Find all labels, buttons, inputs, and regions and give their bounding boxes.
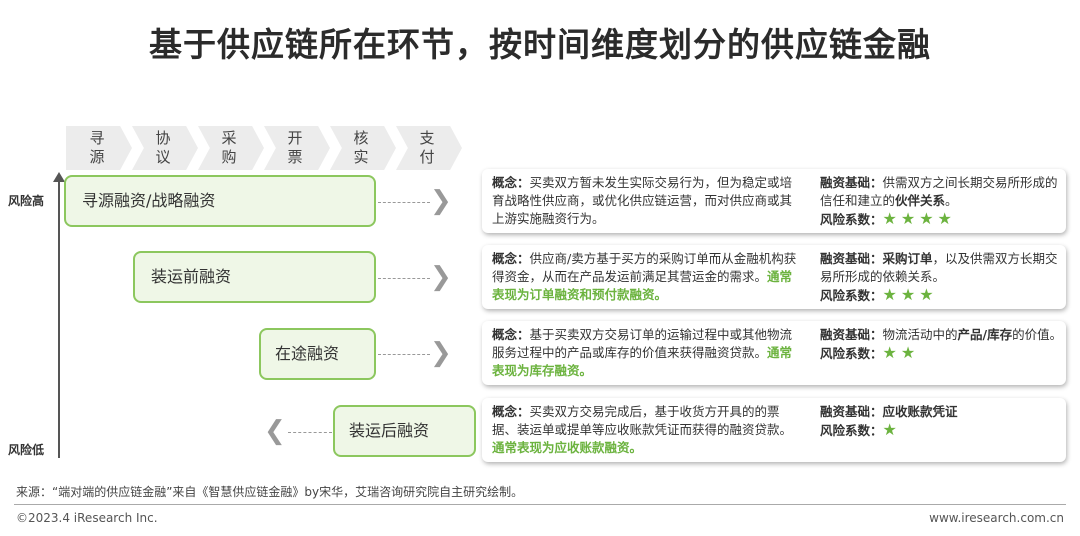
star-rating: ★★★ (882, 285, 938, 304)
basis-text: 融资基础：采购订单，以及供需双方长期交易所形成的依赖关系。风险系数：★★★ (820, 251, 1058, 304)
chevron-right-icon: ❯ (430, 186, 452, 216)
connector-line (378, 278, 430, 279)
connector-line (378, 354, 430, 355)
chevron-left-icon: ❮ (264, 416, 286, 446)
source-note: 来源：“端对端的供应链金融”来自《智慧供应链金融》by宋华，艾瑞咨询研究院自主研… (16, 485, 524, 499)
star-rating: ★★ (882, 343, 920, 362)
description-card: 概念：买卖双方暂未发生实际交易行为，但为稳定或培育战略性供应商，或优化供应链运营… (482, 169, 1066, 233)
website-link[interactable]: www.iresearch.com.cn (929, 511, 1064, 525)
stage-payment: 支 付 (396, 126, 462, 170)
star-rating: ★★★★ (882, 209, 956, 228)
description-card: 概念：基于买卖双方交易订单的运输过程中或其他物流服务过程中的产品或库存的价值来获… (482, 321, 1066, 385)
stage-agreement: 协 议 (132, 126, 198, 170)
financing-type-box: 装运前融资 (133, 251, 376, 303)
stage-purchase: 采 购 (198, 126, 264, 170)
stage-sourcing: 寻 源 (66, 126, 132, 170)
financing-type-box: 在途融资 (259, 328, 376, 380)
concept-text: 概念：买卖双方暂未发生实际交易行为，但为稳定或培育战略性供应商，或优化供应链运营… (492, 175, 793, 226)
axis-arrowhead (53, 172, 65, 182)
basis-text: 融资基础：物流活动中的产品/库存的价值。风险系数：★★ (820, 327, 1063, 362)
risk-high-label: 风险高 (8, 194, 45, 208)
copyright: ©2023.4 iResearch Inc. (16, 511, 158, 525)
stage-invoice: 开 票 (264, 126, 330, 170)
basis-text: 融资基础：供需双方之间长期交易所形成的信任和建立的伙伴关系。风险系数：★★★★ (820, 175, 1058, 228)
risk-low-label: 风险低 (8, 443, 45, 457)
financing-type-box: 寻源融资/战略融资 (64, 175, 376, 227)
basis-text: 融资基础：应收账款凭证风险系数：★ (820, 404, 958, 439)
concept-text: 概念：基于买卖双方交易订单的运输过程中或其他物流服务过程中的产品或库存的价值来获… (492, 327, 793, 378)
concept-text: 概念：供应商/卖方基于买方的采购订单而从金融机构获得资金，从而在产品发运前满足其… (492, 251, 797, 302)
star-rating: ★ (882, 420, 901, 439)
connector-line (378, 202, 430, 203)
footer-divider (14, 504, 1066, 505)
financing-type-box: 装运后融资 (333, 405, 476, 457)
chevron-right-icon: ❯ (430, 338, 452, 368)
chevron-right-icon: ❯ (430, 262, 452, 292)
page-title: 基于供应链所在环节，按时间维度划分的供应链金融 (149, 25, 931, 64)
description-card: 概念：买卖双方交易完成后，基于收货方开具的的票据、装运单或提单等应收账款凭证而获… (482, 398, 1066, 462)
concept-text: 概念：买卖双方交易完成后，基于收货方开具的的票据、装运单或提单等应收账款凭证而获… (492, 404, 793, 455)
description-card: 概念：供应商/卖方基于买方的采购订单而从金融机构获得资金，从而在产品发运前满足其… (482, 245, 1066, 309)
connector-line (288, 432, 332, 433)
risk-axis (58, 180, 60, 458)
stage-verify: 核 实 (330, 126, 396, 170)
